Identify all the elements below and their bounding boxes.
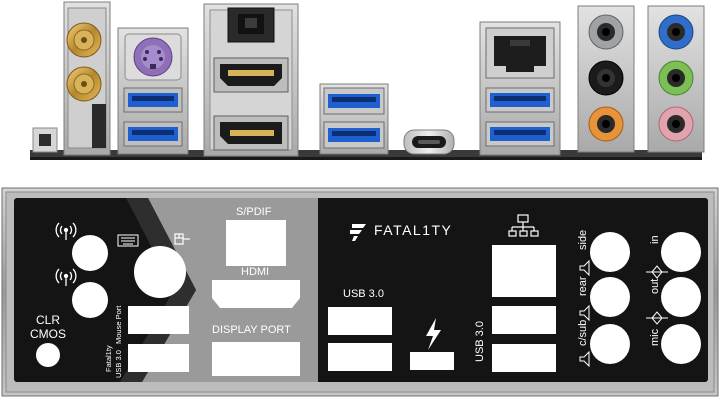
mouse-port-label: Mouse Port [114, 305, 123, 344]
audio-mic-label: mic [649, 328, 661, 346]
cutout-audio-in [661, 232, 701, 272]
lan-usb-stack [479, 21, 561, 156]
cutout-usb-center-bottom [328, 343, 392, 371]
cutout-usb-right-bottom [492, 344, 556, 372]
brand-label: FATAL1TY [374, 222, 453, 238]
cutout-antenna-2 [72, 282, 108, 318]
usb3-port-center-top[interactable] [323, 87, 385, 115]
audio-jacks-left [577, 5, 635, 153]
fatal1ty-label: Fatal1ty [104, 345, 113, 372]
audio-side-label: side [577, 229, 589, 250]
audio-jack-csub[interactable] [588, 106, 624, 142]
cutout-audio-csub [590, 324, 630, 364]
cutout-usb-center-top [328, 307, 392, 335]
cutout-hdmi [212, 280, 300, 308]
cutout-lan [492, 245, 556, 297]
audio-csub-label: c/sub [577, 319, 589, 346]
network-icon [508, 214, 539, 237]
usb30-right-label: USB 3.0 [474, 321, 486, 362]
io-shield-cutouts [36, 220, 701, 376]
cutout-spdif [226, 220, 286, 266]
spdif-label: S/PDIF [236, 206, 272, 218]
usb30-left-label: USB 3.0 [114, 350, 123, 378]
audio-jack-rear[interactable] [588, 60, 624, 96]
cutout-usb-left-top [128, 306, 189, 334]
mouse-icon [174, 233, 190, 245]
cmos-label: CMOS [30, 327, 66, 341]
fatal1ty-mouse-port-label: Fatal1ty [104, 345, 113, 372]
hdmi-label: HDMI [241, 266, 270, 278]
wifi-antenna-connectors [63, 1, 111, 156]
cutout-audio-mic [661, 324, 701, 364]
audio-jack-mic[interactable] [658, 106, 694, 142]
audio-out-label: out [649, 278, 661, 294]
antenna-connector-2[interactable] [66, 66, 102, 102]
io-shield [1, 187, 719, 397]
audio-jacks-right [647, 5, 705, 153]
ps2-usb-stack [117, 27, 189, 155]
clr-label: CLR [36, 313, 61, 327]
wifi-antenna-icon [55, 222, 77, 240]
audio-jack-side[interactable] [588, 14, 624, 50]
usb3-port-right-bottom[interactable] [485, 121, 555, 147]
cutout-displayport [212, 342, 300, 376]
audio-rear-label: rear [577, 276, 589, 296]
wifi-antenna-icon [55, 268, 77, 286]
audio-jack-out[interactable] [658, 60, 694, 96]
cutout-audio-out [661, 277, 701, 317]
cutout-clr-cmos [36, 343, 60, 367]
lan-port[interactable] [485, 27, 555, 79]
usb3-port-center-bottom[interactable] [323, 121, 385, 149]
cutout-audio-side [590, 232, 630, 272]
cutout-usb-left-bottom [128, 344, 189, 372]
headphone-icon [646, 265, 668, 325]
cutout-thunderbolt [410, 352, 454, 370]
motherboard-rear-panel [30, 1, 705, 160]
speaker-icon [579, 259, 590, 368]
cutout-audio-rear [590, 277, 630, 317]
display-port-label: DISPLAY PORT [212, 324, 291, 336]
thunderbolt-icon [426, 318, 441, 350]
antenna-connector-1[interactable] [66, 22, 102, 58]
cutout-ps2 [134, 246, 186, 298]
usb3-center-stack [319, 83, 389, 155]
displayport-port[interactable] [213, 115, 289, 151]
spdif-optical-port[interactable] [227, 7, 275, 43]
clr-cmos-button[interactable] [32, 127, 58, 153]
ps2-port[interactable] [124, 33, 182, 81]
cutout-usb-right-top [492, 306, 556, 334]
usb30-center-label: USB 3.0 [343, 288, 384, 300]
usb3-port-right-top[interactable] [485, 87, 555, 113]
fatal1ty-logo-icon [350, 224, 366, 241]
audio-in-label: in [649, 235, 661, 244]
thunderbolt-port[interactable] [403, 129, 455, 155]
audio-jack-in[interactable] [658, 14, 694, 50]
usb3-port-left-top[interactable] [123, 87, 183, 113]
video-audio-stack [203, 3, 299, 157]
keyboard-icon [117, 234, 139, 247]
cutout-antenna-1 [72, 235, 108, 271]
usb3-port-left-bottom[interactable] [123, 121, 183, 147]
hdmi-port[interactable] [213, 57, 289, 93]
